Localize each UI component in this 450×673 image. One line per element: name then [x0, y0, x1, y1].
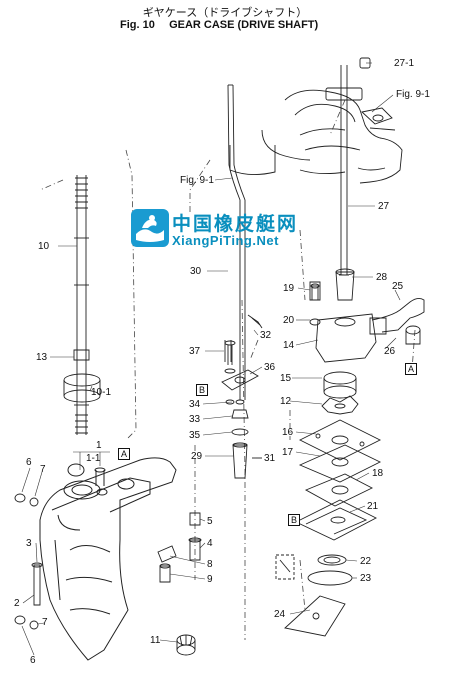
assembly-guide-lines: [39, 99, 416, 640]
callout-5: 5: [207, 516, 213, 527]
callout-21: 21: [367, 501, 379, 512]
ref-marker-b: B: [196, 384, 209, 396]
callout-28: 28: [376, 272, 388, 283]
callout-31: 31: [264, 453, 276, 464]
ref-marker-a: A: [405, 363, 418, 375]
callout-1-1: 1-1: [86, 453, 101, 464]
ref-marker-a: A: [118, 448, 131, 460]
watermark-logo: [131, 209, 169, 247]
callout-26: 26: [384, 346, 396, 357]
callout-37: 37: [189, 346, 201, 357]
callout-6-bot: 6: [30, 655, 36, 666]
callout-18: 18: [372, 468, 384, 479]
water-tube: [339, 57, 371, 276]
water-pump-stack: [275, 268, 425, 637]
callout-4: 4: [207, 538, 213, 549]
callout-34: 34: [189, 399, 201, 410]
callout-17: 17: [282, 447, 294, 458]
callout-11: 11: [150, 635, 161, 646]
callout-29: 29: [191, 451, 203, 462]
drive-shaft: [63, 175, 101, 435]
callout-10-1: 10-1: [91, 387, 112, 398]
callout-36: 36: [264, 362, 276, 373]
callout-25: 25: [392, 281, 404, 292]
callout-20: 20: [283, 315, 295, 326]
callout-6-top: 6: [26, 457, 32, 468]
ref-marker-b: B: [288, 514, 301, 526]
callout-35: 35: [189, 430, 201, 441]
callout-27-1: 27-1: [394, 58, 415, 69]
callout-19: 19: [283, 283, 295, 294]
callout-10: 10: [38, 241, 50, 252]
callout-7-top: 7: [40, 464, 46, 475]
callout-7-bot: 7: [42, 617, 48, 628]
callout-24: 24: [274, 609, 286, 620]
callout-1: 1: [96, 440, 102, 451]
leader-lines: [21, 62, 401, 656]
callout-9: 9: [207, 574, 213, 585]
callout-30: 30: [190, 266, 202, 277]
callout-fig-9-1-top: Fig. 9-1: [396, 89, 430, 100]
fasteners: [14, 281, 321, 630]
watermark-url: XiangPiTing.Net: [172, 233, 279, 248]
callout-33: 33: [189, 414, 201, 425]
shift-parts: [221, 340, 262, 479]
callout-27: 27: [378, 201, 390, 212]
callout-2: 2: [14, 598, 20, 609]
title-japanese: ギヤケース（ドライブシャフト）: [142, 6, 308, 19]
gear-case-body: [39, 457, 177, 661]
callout-8: 8: [207, 559, 213, 570]
callout-14: 14: [283, 340, 295, 351]
shift-rod: [227, 84, 263, 400]
callout-16: 16: [282, 427, 294, 438]
callout-3: 3: [26, 538, 32, 549]
callout-23: 23: [360, 573, 372, 584]
callout-15: 15: [280, 373, 292, 384]
watermark-chinese: 中国橡皮艇网: [172, 213, 299, 235]
callout-12: 12: [280, 396, 292, 407]
figure-number: Fig. 10: [120, 19, 155, 31]
pinion-gear: [176, 634, 196, 656]
callout-fig-9-1-mid: Fig. 9-1: [180, 175, 214, 186]
callout-32: 32: [260, 330, 272, 341]
callout-22: 22: [360, 556, 372, 567]
callout-13: 13: [36, 352, 48, 363]
figure-title-english: GEAR CASE (DRIVE SHAFT): [169, 19, 319, 31]
figure-title: Fig. 10 GEAR CASE (DRIVE SHAFT): [120, 19, 318, 31]
upper-housing: [229, 87, 403, 184]
